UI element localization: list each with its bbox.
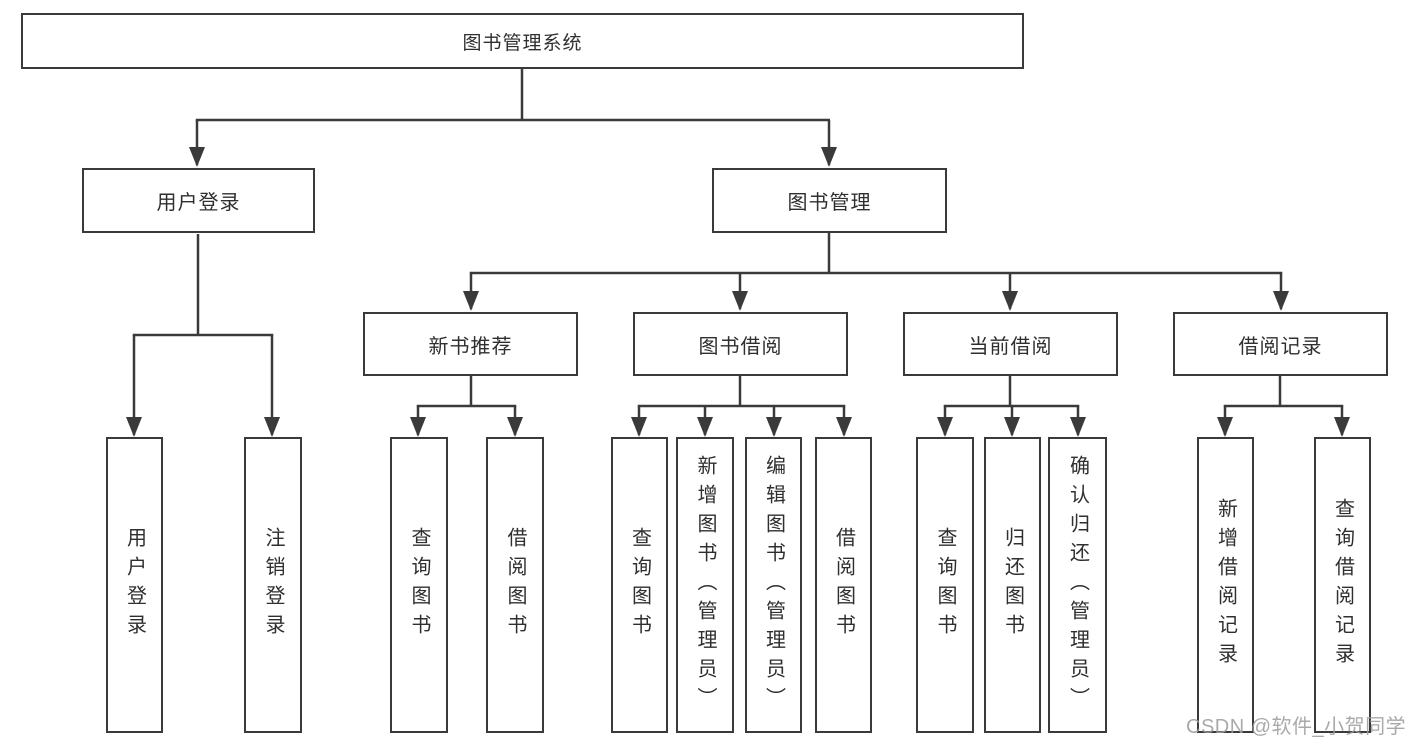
leaf-edit-books-admin-label: 编辑图书（管理员） <box>762 454 785 716</box>
connector-group <box>126 69 1350 437</box>
leaf-add-books-admin: 新增图书（管理员） <box>676 437 734 733</box>
node-borrowing-records: 借阅记录 <box>1173 312 1388 376</box>
leaf-return-books-label: 归还图书 <box>1001 527 1024 643</box>
node-user-login: 用户登录 <box>82 168 315 233</box>
leaf-add-books-admin-label: 新增图书（管理员） <box>694 454 716 716</box>
leaf-query-books-1: 查询图书 <box>390 437 448 733</box>
leaf-borrow-books-1-label: 借阅图书 <box>504 527 526 643</box>
leaf-return-books: 归还图书 <box>984 437 1041 733</box>
node-library-system-label: 图书管理系统 <box>462 32 583 54</box>
leaf-user-login-label: 用户登录 <box>123 527 146 643</box>
leaf-query-books-3: 查询图书 <box>916 437 974 733</box>
leaf-query-borrow-record-label: 查询借阅记录 <box>1331 498 1354 672</box>
leaf-logout: 注销登录 <box>244 437 302 733</box>
node-book-management: 图书管理 <box>712 168 947 233</box>
node-new-book-recommend: 新书推荐 <box>363 312 578 376</box>
node-user-login-label: 用户登录 <box>156 192 241 214</box>
leaf-logout-label: 注销登录 <box>262 527 284 643</box>
leaf-query-borrow-record: 查询借阅记录 <box>1314 437 1371 733</box>
leaf-borrow-books-2-label: 借阅图书 <box>832 527 855 643</box>
leaf-query-books-2-label: 查询图书 <box>628 527 651 643</box>
leaf-borrow-books-2: 借阅图书 <box>815 437 872 733</box>
leaf-query-books-1-label: 查询图书 <box>408 527 430 643</box>
leaf-query-books-2: 查询图书 <box>611 437 668 733</box>
watermark: CSDN @软件_小贺同学 <box>1186 716 1405 738</box>
leaf-user-login: 用户登录 <box>106 437 163 733</box>
node-book-borrowing-label: 图书借阅 <box>698 335 783 358</box>
node-book-management-label: 图书管理 <box>787 192 872 214</box>
node-library-system: 图书管理系统 <box>21 13 1024 69</box>
leaf-add-borrow-record: 新增借阅记录 <box>1197 437 1254 733</box>
leaf-query-books-3-label: 查询图书 <box>934 527 956 643</box>
leaf-confirm-return-admin-label: 确认归还（管理员） <box>1066 454 1089 716</box>
node-new-book-recommend-label: 新书推荐 <box>428 335 513 358</box>
leaf-add-borrow-record-label: 新增借阅记录 <box>1214 498 1237 672</box>
node-current-borrowing-label: 当前借阅 <box>968 335 1053 358</box>
leaf-edit-books-admin: 编辑图书（管理员） <box>745 437 802 733</box>
node-borrowing-records-label: 借阅记录 <box>1238 335 1323 358</box>
node-current-borrowing: 当前借阅 <box>903 312 1118 376</box>
node-book-borrowing: 图书借阅 <box>633 312 848 376</box>
leaf-confirm-return-admin: 确认归还（管理员） <box>1048 437 1107 733</box>
leaf-borrow-books-1: 借阅图书 <box>486 437 544 733</box>
